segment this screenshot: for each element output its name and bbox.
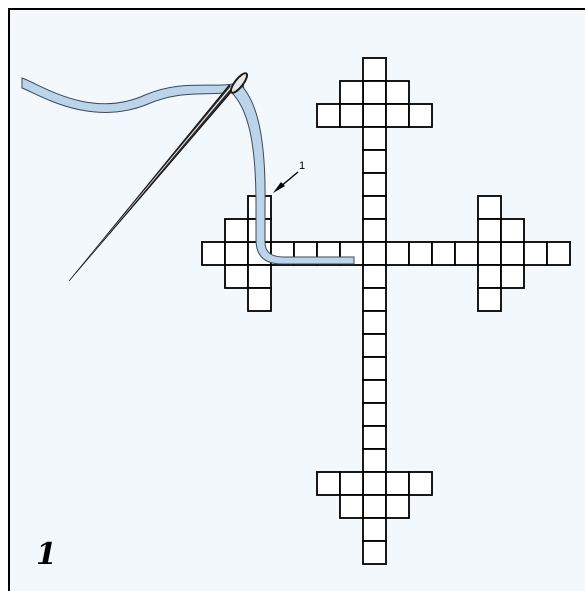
grid-cell (363, 81, 386, 104)
grid-cell (524, 242, 547, 265)
grid-cell (478, 288, 501, 311)
grid-cell (363, 472, 386, 495)
grid-cell (363, 380, 386, 403)
grid-cell (340, 495, 363, 518)
grid-cell (363, 495, 386, 518)
grid-cell (386, 495, 409, 518)
grid-cell (363, 242, 386, 265)
grid-cell (455, 242, 478, 265)
grid-cell (386, 472, 409, 495)
grid-cell (478, 265, 501, 288)
grid-cell (363, 541, 386, 564)
grid-cell (363, 449, 386, 472)
grid-cell (363, 196, 386, 219)
grid-cell (363, 288, 386, 311)
grid-cell (363, 265, 386, 288)
grid-cell (363, 357, 386, 380)
grid-cell (409, 472, 432, 495)
grid-cell (363, 127, 386, 150)
grid-cell (340, 104, 363, 127)
grid-cell (363, 403, 386, 426)
grid-cell (501, 242, 524, 265)
grid-cell (409, 242, 432, 265)
grid-cell (363, 173, 386, 196)
grid-cell (386, 81, 409, 104)
callout-arrow-icon (273, 172, 298, 193)
grid-cell (386, 242, 409, 265)
grid-cell (478, 219, 501, 242)
grid-cell (501, 265, 524, 288)
grid-cell (478, 196, 501, 219)
grid-cell (386, 104, 409, 127)
grid-cell (478, 242, 501, 265)
grid-cell (363, 58, 386, 81)
grid-cell (363, 334, 386, 357)
grid-cell (317, 472, 340, 495)
grid-cell (225, 265, 248, 288)
grid-cell (225, 219, 248, 242)
grid-cell (501, 219, 524, 242)
grid-cell (202, 242, 225, 265)
figure-number: 1 (36, 537, 57, 572)
grid-cell (363, 518, 386, 541)
grid-cell (363, 311, 386, 334)
grid-cell (363, 104, 386, 127)
grid-cell (363, 219, 386, 242)
grid-cell (363, 426, 386, 449)
grid-cell (363, 150, 386, 173)
grid-cell (225, 242, 248, 265)
grid-cell (432, 242, 455, 265)
callout-label: 1 (299, 160, 305, 172)
grid-cell (340, 81, 363, 104)
grid-cell (409, 104, 432, 127)
grid-cell (248, 288, 271, 311)
grid-cell (340, 472, 363, 495)
grid-cell (317, 104, 340, 127)
grid-cell (248, 265, 271, 288)
grid-cell (547, 242, 570, 265)
